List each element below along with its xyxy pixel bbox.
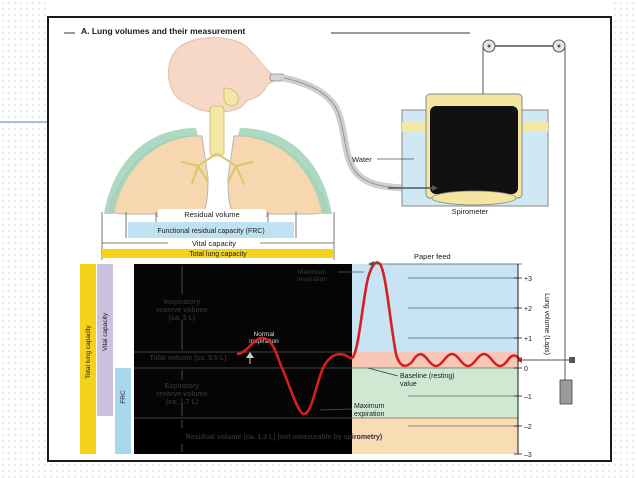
figure-title: A. Lung volumes and their measurement bbox=[81, 26, 246, 36]
vital-capacity-bracket: Vital capacity bbox=[102, 238, 334, 248]
left-pleura bbox=[104, 128, 198, 214]
tick-label-plus3: +3 bbox=[524, 276, 532, 283]
bronchial-tree bbox=[181, 153, 253, 185]
axis-ticks bbox=[514, 277, 522, 455]
residual-volume-label: Residual volume bbox=[184, 210, 239, 219]
tick-label-minus2: –2 bbox=[524, 424, 532, 431]
tidal-arrow-icon bbox=[246, 352, 254, 358]
dotted-border-right bbox=[612, 0, 638, 478]
paper-feed-label: Paper feed bbox=[414, 252, 451, 261]
expiratory-reserve-label: Expiratory reserve volume (ca. 1.7 L) bbox=[156, 383, 207, 406]
svg-text:expiration: expiration bbox=[354, 411, 384, 418]
total-lung-capacity-label: Total lung capacity bbox=[189, 251, 247, 258]
svg-text:Maximum: Maximum bbox=[354, 403, 385, 410]
svg-text:reserve volume: reserve volume bbox=[156, 391, 207, 398]
paper-feed-arrow-icon bbox=[368, 261, 374, 267]
max-expiration-leader bbox=[319, 408, 353, 411]
baseline-annotation: Baseline (resting) value bbox=[400, 373, 454, 388]
svg-text:Maximum: Maximum bbox=[298, 269, 326, 276]
svg-text:inspiration: inspiration bbox=[297, 276, 327, 283]
total-lung-capacity-bracket: Total lung capacity bbox=[102, 249, 334, 258]
vital-capacity-label: Vital capacity bbox=[192, 239, 236, 248]
spirometer-float bbox=[431, 190, 517, 206]
spirometer-bell-inner bbox=[430, 106, 518, 194]
svg-text:Baseline (resting): Baseline (resting) bbox=[400, 373, 454, 380]
baseline-leader bbox=[367, 367, 399, 377]
figure-frame: A. Lung volumes and their measurement Re… bbox=[47, 16, 612, 462]
frc-bar-label: FRC bbox=[120, 390, 127, 404]
frc-bar bbox=[115, 368, 131, 454]
residual-volume-bracket: Residual volume bbox=[156, 209, 268, 219]
residual-volume-row-label: Residual volume (ca. 1.3 L) (not measura… bbox=[186, 434, 382, 441]
right-pleura bbox=[238, 128, 332, 214]
expiratory-zone bbox=[352, 368, 518, 418]
svg-text:Normal: Normal bbox=[254, 331, 276, 338]
inspiratory-reserve-label: Inspiratory reserve volume (ca. 3 L) bbox=[156, 299, 207, 322]
total-lung-capacity-bar bbox=[80, 264, 96, 454]
nasal-airway bbox=[223, 87, 239, 106]
breathing-hose-edge bbox=[283, 77, 413, 189]
water-label: Water bbox=[352, 155, 372, 164]
svg-text:(ca. 3 L): (ca. 3 L) bbox=[169, 315, 195, 322]
svg-text:Expiratory: Expiratory bbox=[165, 383, 200, 390]
svg-text:inspiration: inspiration bbox=[249, 338, 279, 345]
normal-inspiration-annotation: Normal inspiration bbox=[249, 331, 279, 345]
vital-capacity-bar bbox=[97, 264, 113, 416]
head-silhouette bbox=[167, 37, 275, 113]
total-lung-capacity-bar-label: Total lung capacity bbox=[85, 325, 92, 379]
pen-holder bbox=[569, 357, 575, 363]
tick-label-minus3: –3 bbox=[524, 452, 532, 459]
tidal-zone bbox=[352, 352, 518, 368]
svg-text:reserve volume: reserve volume bbox=[156, 307, 207, 314]
dotted-border-bottom bbox=[0, 462, 638, 478]
inlet-arrow-icon bbox=[432, 185, 438, 191]
tick-label-plus2: +2 bbox=[524, 306, 532, 313]
max-inspiration-annotation: Maximum inspiration bbox=[297, 269, 327, 283]
tick-label-zero: 0 bbox=[524, 366, 528, 373]
tick-label-plus1: +1 bbox=[524, 336, 532, 343]
svg-text:value: value bbox=[400, 381, 417, 388]
vital-capacity-bar-label: Vital capacity bbox=[102, 312, 109, 351]
frc-bracket: Functional residual capacity (FRC) bbox=[128, 222, 294, 238]
svg-text:(ca. 1.7 L): (ca. 1.7 L) bbox=[166, 399, 198, 406]
lung-volume-diagram: A. Lung volumes and their measurement Re… bbox=[64, 26, 575, 459]
residual-zone bbox=[352, 418, 518, 454]
tick-label-minus1: –1 bbox=[524, 394, 532, 401]
counterweight bbox=[559, 379, 573, 405]
spirometer-label: Spirometer bbox=[452, 207, 489, 216]
tidal-volume-label: Tidal volume (ca. 0.5 L) bbox=[150, 355, 227, 362]
breathing-trace bbox=[236, 261, 522, 416]
axis-tick-labels: +3 +2 +1 0 –1 –2 –3 bbox=[524, 276, 532, 459]
svg-text:Inspiratory: Inspiratory bbox=[164, 299, 200, 306]
frc-bracket-label: Functional residual capacity (FRC) bbox=[157, 228, 264, 235]
chart-gridlines bbox=[352, 277, 518, 427]
spirometer bbox=[388, 93, 549, 207]
trachea bbox=[209, 105, 225, 157]
axis-title: Lung volume (Laps) bbox=[543, 293, 550, 355]
dotted-border-left bbox=[0, 0, 47, 478]
max-expiration-annotation: Maximum expiration bbox=[354, 403, 385, 418]
residual-strip bbox=[134, 418, 352, 454]
